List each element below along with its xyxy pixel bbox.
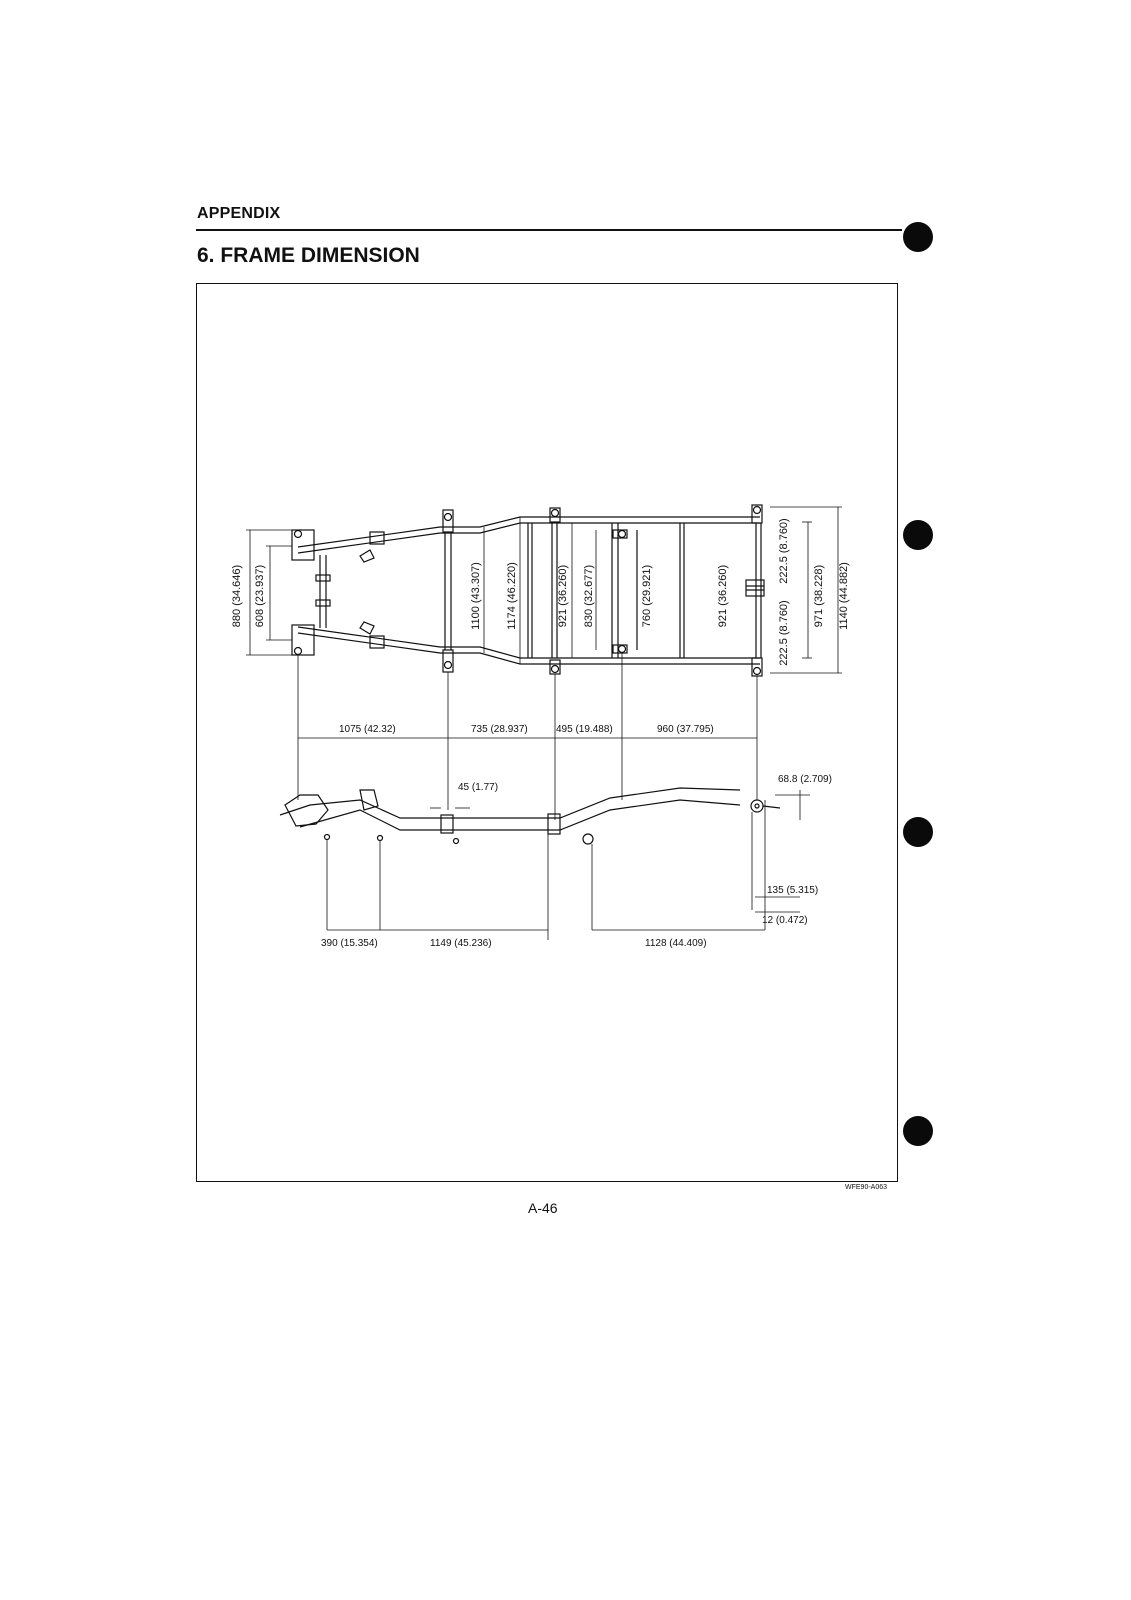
extension-lines — [297, 653, 758, 820]
binder-hole — [903, 520, 933, 550]
dim-495: 495 (19.488) — [556, 724, 613, 735]
side-view-labels: 45 (1.77) 68.8 (2.709) 135 (5.315) 12 (0… — [321, 774, 832, 949]
dim-960: 960 (37.795) — [657, 724, 714, 735]
dim-222-5-lower: 222.5 (8.760) — [778, 600, 790, 665]
dim-1140: 1140 (44.882) — [838, 562, 850, 630]
binder-hole — [903, 222, 933, 252]
frame-side-view — [279, 787, 781, 845]
dim-735: 735 (28.937) — [471, 724, 528, 735]
dim-1174: 1174 (46.220) — [506, 562, 518, 630]
dim-12: 12 (0.472) — [762, 915, 808, 926]
dim-830: 830 (32.677) — [583, 565, 595, 627]
binder-hole — [903, 1116, 933, 1146]
frame-plan-view — [291, 504, 765, 677]
dim-971: 971 (38.228) — [813, 565, 825, 627]
dim-390: 390 (15.354) — [321, 938, 378, 949]
dim-760: 760 (29.921) — [641, 565, 653, 627]
plan-dimension-lines — [246, 506, 842, 674]
dim-1128: 1128 (44.409) — [645, 938, 707, 949]
dim-921a: 921 (36.260) — [557, 565, 569, 627]
dim-608: 608 (23.937) — [254, 565, 266, 627]
plan-width-labels: 880 (34.646) 608 (23.937) 1100 (43.307) … — [231, 518, 850, 665]
dim-1100: 1100 (43.307) — [470, 562, 482, 630]
dim-222-5-upper: 222.5 (8.760) — [778, 518, 790, 583]
page-number: A-46 — [528, 1200, 558, 1216]
dim-1149: 1149 (45.236) — [430, 938, 492, 949]
page-title: 6. FRAME DIMENSION — [197, 244, 420, 267]
figure-frame — [196, 283, 898, 1182]
dim-880: 880 (34.646) — [231, 565, 243, 627]
side-dimension-lines — [326, 790, 810, 940]
dim-45: 45 (1.77) — [458, 782, 498, 793]
dim-921b: 921 (36.260) — [717, 565, 729, 627]
dim-1075: 1075 (42.32) — [339, 724, 396, 735]
dim-68-8: 68.8 (2.709) — [778, 774, 832, 785]
plan-length-labels: 1075 (42.32) 735 (28.937) 495 (19.488) 9… — [339, 724, 714, 735]
section-label: APPENDIX — [197, 205, 281, 222]
dim-135: 135 (5.315) — [767, 885, 818, 896]
header-rule — [196, 229, 902, 231]
figure-code: WFE90-A063 — [845, 1184, 888, 1191]
binder-hole — [903, 817, 933, 847]
